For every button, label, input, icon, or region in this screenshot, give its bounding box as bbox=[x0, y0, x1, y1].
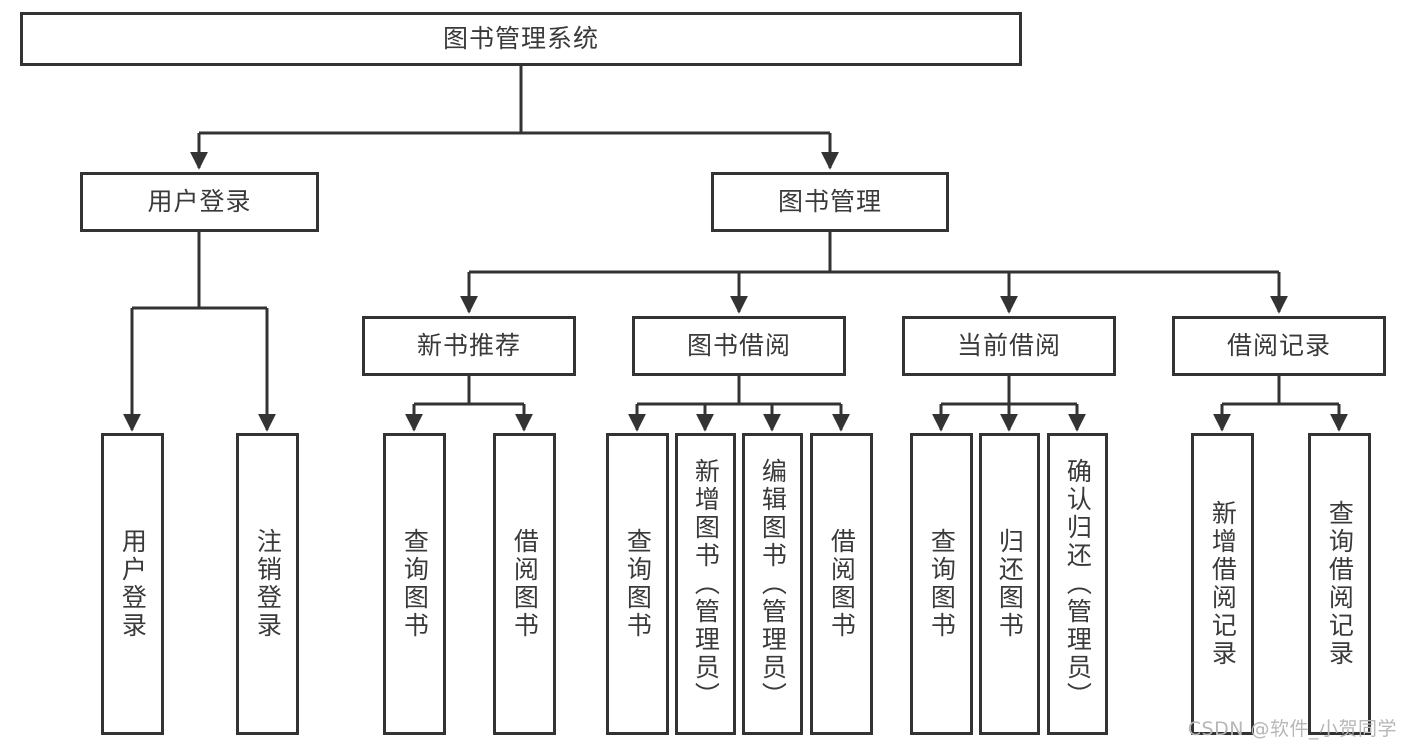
leaf-record-add[interactable]: 新增借阅记录 bbox=[1191, 433, 1254, 735]
node-book-borrow[interactable]: 图书借阅 bbox=[632, 316, 846, 376]
leaf-borrow-add-book-admin[interactable]: 新增图书（管理员） bbox=[675, 433, 736, 735]
leaf-current-confirm-return-admin[interactable]: 确认归还（管理员） bbox=[1047, 433, 1108, 735]
node-label: 编辑图书（管理员） bbox=[758, 458, 788, 710]
node-label: 注销登录 bbox=[253, 528, 283, 640]
node-label: 当前借阅 bbox=[956, 330, 1061, 360]
leaf-new-book-query[interactable]: 查询图书 bbox=[383, 433, 446, 735]
node-label: 图书管理 bbox=[777, 186, 882, 216]
node-label: 借阅图书 bbox=[827, 528, 857, 640]
node-label: 查询图书 bbox=[623, 528, 653, 640]
leaf-borrow-edit-book-admin[interactable]: 编辑图书（管理员） bbox=[742, 433, 803, 735]
node-user-login[interactable]: 用户登录 bbox=[80, 172, 319, 232]
node-root-library-system[interactable]: 图书管理系统 bbox=[20, 12, 1022, 66]
leaf-borrow-query-book[interactable]: 查询图书 bbox=[606, 433, 669, 735]
leaf-current-query-book[interactable]: 查询图书 bbox=[910, 433, 973, 735]
node-label: 归还图书 bbox=[995, 528, 1025, 640]
node-label: 新增借阅记录 bbox=[1208, 500, 1238, 668]
node-label: 查询图书 bbox=[927, 528, 957, 640]
leaf-new-book-borrow[interactable]: 借阅图书 bbox=[493, 433, 556, 735]
node-label: 新书推荐 bbox=[416, 330, 521, 360]
node-label: 图书借阅 bbox=[686, 330, 791, 360]
node-borrow-record[interactable]: 借阅记录 bbox=[1172, 316, 1386, 376]
node-label: 借阅记录 bbox=[1226, 330, 1331, 360]
leaf-user-login-signout[interactable]: 注销登录 bbox=[236, 433, 299, 735]
node-label: 用户登录 bbox=[118, 528, 148, 640]
node-label: 图书管理系统 bbox=[442, 23, 599, 53]
node-label: 查询图书 bbox=[400, 528, 430, 640]
leaf-record-query[interactable]: 查询借阅记录 bbox=[1308, 433, 1371, 735]
node-label: 查询借阅记录 bbox=[1325, 500, 1355, 668]
node-new-book-recommend[interactable]: 新书推荐 bbox=[362, 316, 576, 376]
leaf-current-return-book[interactable]: 归还图书 bbox=[979, 433, 1040, 735]
node-current-borrow[interactable]: 当前借阅 bbox=[902, 316, 1116, 376]
node-book-management[interactable]: 图书管理 bbox=[711, 172, 949, 232]
node-label: 借阅图书 bbox=[510, 528, 540, 640]
node-label: 用户登录 bbox=[147, 186, 252, 216]
leaf-user-login-signin[interactable]: 用户登录 bbox=[101, 433, 164, 735]
leaf-borrow-borrow-book[interactable]: 借阅图书 bbox=[810, 433, 873, 735]
node-label: 确认归还（管理员） bbox=[1063, 458, 1093, 710]
node-label: 新增图书（管理员） bbox=[691, 458, 721, 710]
